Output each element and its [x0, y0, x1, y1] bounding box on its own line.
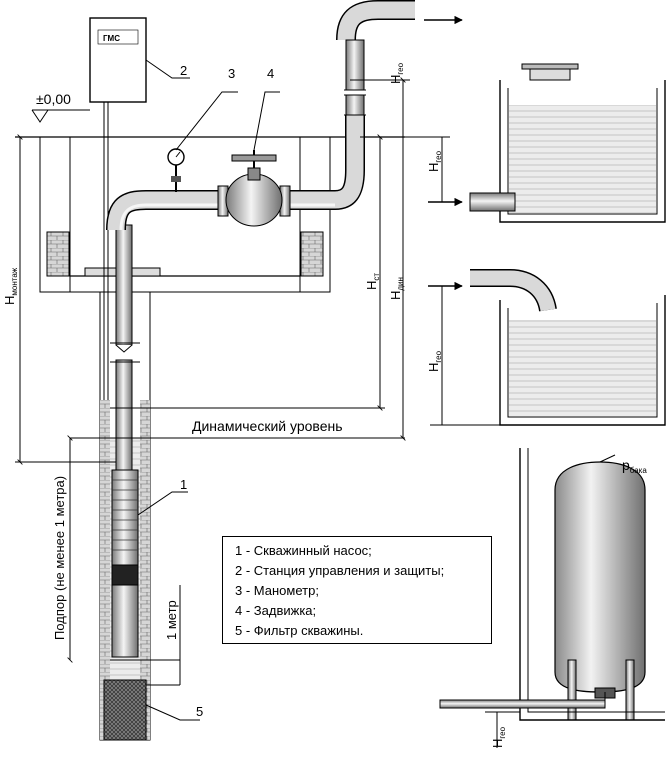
callout-1: 1 [180, 477, 187, 492]
h-geo-vessel-sub: гео [498, 726, 507, 738]
callout-4: 4 [267, 66, 274, 81]
h-din-sub: дин [396, 277, 405, 291]
dimension-lines [15, 77, 410, 685]
h-geo-tank2-main: H [426, 363, 441, 372]
legend-item-pump: 1 - Скважинный насос; [235, 543, 372, 558]
svg-text:Hгео: Hгео [388, 62, 405, 84]
svg-text:Hгео: Hгео [426, 150, 443, 172]
control-station: ГМС [89, 17, 147, 470]
h-montazh-sub: монтаж [10, 267, 19, 295]
control-station-logo: ГМС [103, 34, 120, 43]
h-st-sub: ст [372, 273, 381, 281]
reference-level-mark: ±0,00 [31, 91, 90, 123]
svg-text:Hгео: Hгео [426, 350, 443, 372]
svg-text:Hгео: Hгео [490, 726, 507, 748]
well-filter [103, 679, 147, 741]
tank-side-inlet [410, 63, 666, 223]
legend-item-valve: 4 - Задвижка; [235, 603, 317, 618]
legend-item-control-station: 2 - Станция управления и защиты; [235, 563, 445, 578]
h-geo-tank2-sub: гео [434, 350, 443, 362]
svg-text:Hст: Hст [364, 273, 381, 290]
gate-valve [217, 150, 291, 227]
pressure-vessel: pбака [439, 448, 665, 748]
legend-box: 1 - Скважинный насос; 2 - Станция управл… [222, 536, 492, 644]
svg-text:Hмонтаж: Hмонтаж [2, 267, 19, 305]
p-tank-main: p [622, 457, 630, 473]
backwater-label: Подпор (не менее 1 метра) [52, 476, 67, 640]
legend-item-manometer: 3 - Манометр; [235, 583, 319, 598]
dynamic-level-label: Динамический уровень [192, 418, 343, 434]
tank-top-inlet [428, 269, 666, 426]
h-geo-tank1-sub: гео [434, 150, 443, 162]
h-geo-outlet-sub: гео [396, 62, 405, 74]
manometer [167, 148, 185, 192]
reference-level-label: ±0,00 [36, 91, 71, 107]
p-tank-sub: бака [630, 466, 648, 475]
callout-numbers: 2 3 4 1 5 [180, 63, 274, 719]
h-geo-tank1-main: H [426, 163, 441, 172]
drop-pipe [110, 224, 140, 471]
h-st-main: H [364, 281, 379, 290]
h-montazh-main: H [2, 296, 17, 305]
one-meter-label: 1 метр [164, 600, 179, 640]
callout-3: 3 [228, 66, 235, 81]
callout-leaders [137, 59, 280, 721]
legend-item-filter: 5 - Фильтр скважины. [235, 623, 364, 638]
submersible-pump [110, 469, 180, 686]
callout-2: 2 [180, 63, 187, 78]
h-geo-outlet-main: H [388, 75, 403, 84]
svg-text:Hдин: Hдин [388, 277, 405, 300]
dynamic-level-line: Динамический уровень [70, 407, 405, 439]
h-din-main: H [388, 291, 403, 300]
discharge-pipe [106, 0, 415, 231]
callout-5: 5 [196, 704, 203, 719]
svg-text:pбака: pбака [622, 457, 647, 475]
